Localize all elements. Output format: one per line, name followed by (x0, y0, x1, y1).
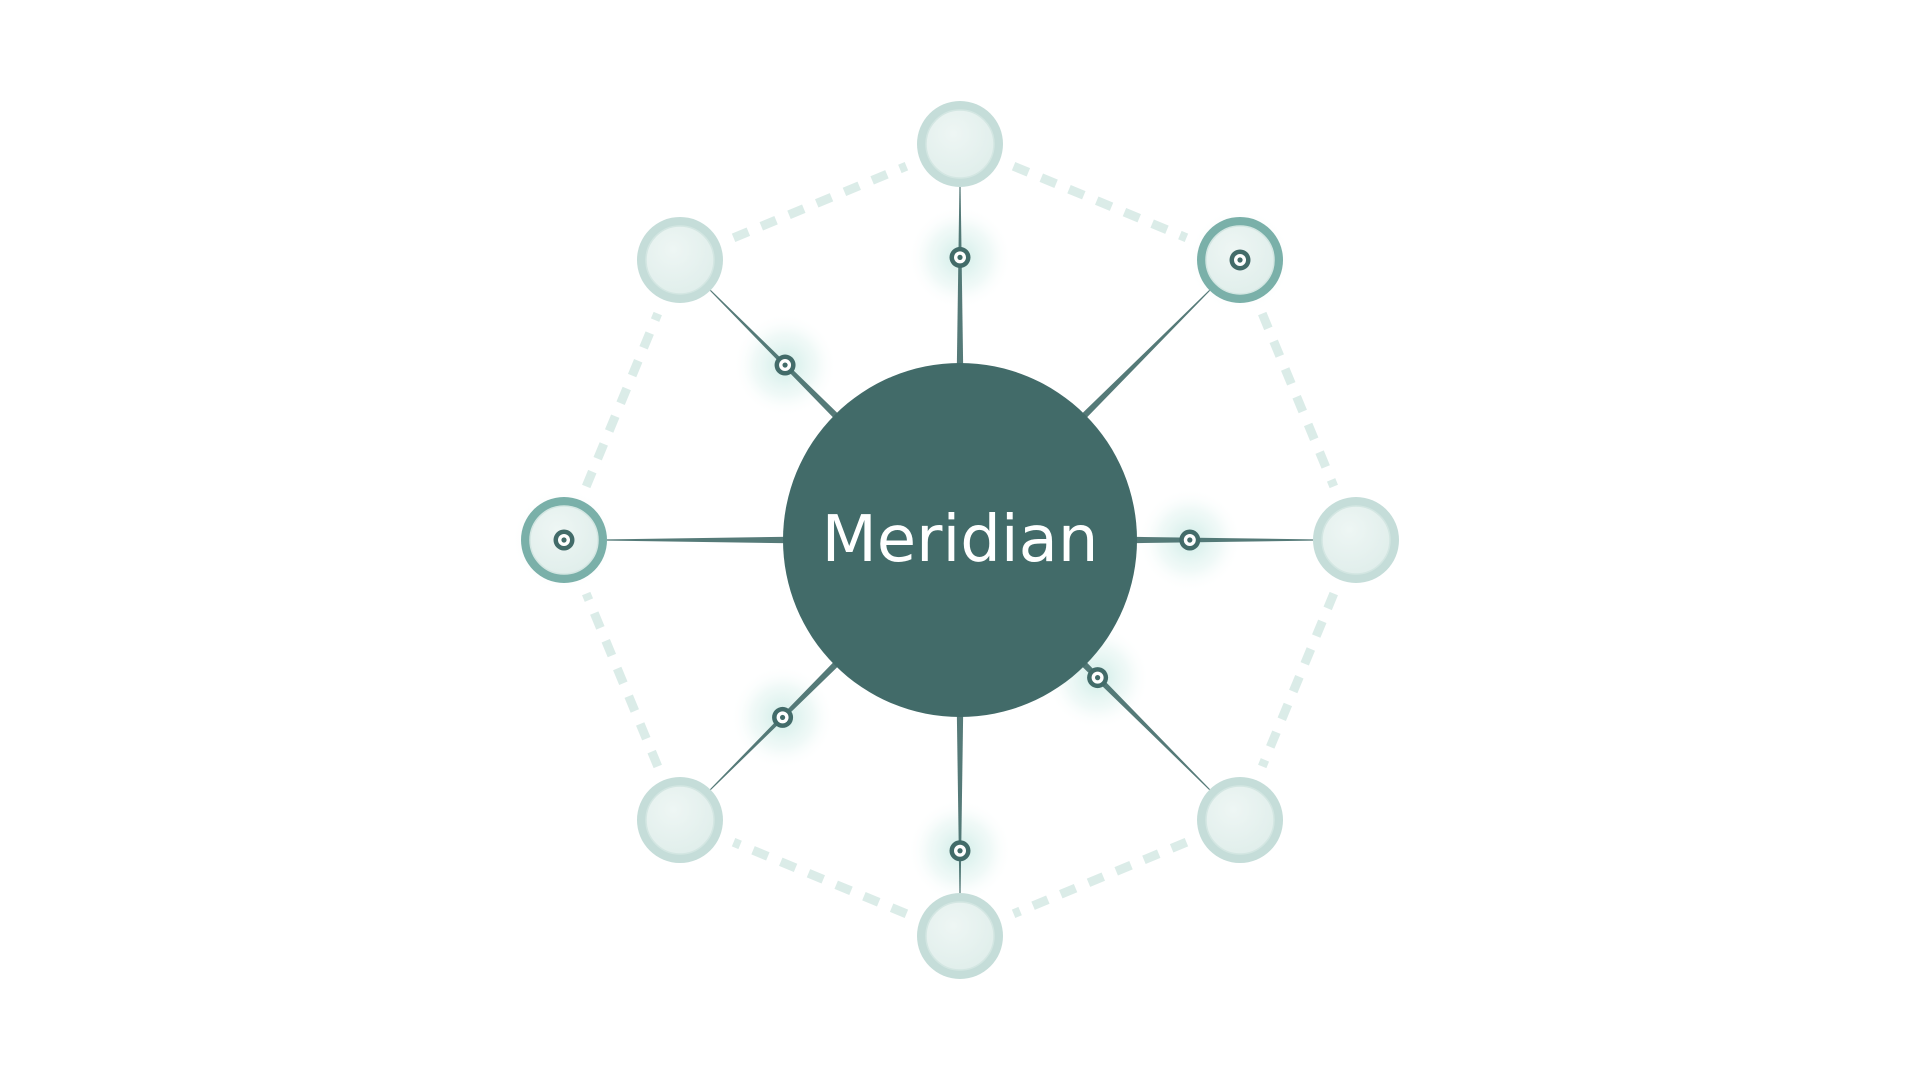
signal-marker (774, 354, 796, 376)
perimeter-segment (582, 591, 662, 769)
spoke-node-south (956, 711, 964, 893)
spoke-node-north-west (710, 290, 842, 422)
signal-marker-dot (561, 537, 567, 543)
node-core (925, 109, 995, 179)
hub[interactable]: Meridian (783, 363, 1137, 717)
perimeter-segment (1011, 838, 1189, 918)
perimeter-segment (1011, 162, 1189, 242)
node-core (645, 225, 715, 295)
spoke-node-west (607, 536, 789, 544)
node-south[interactable] (917, 893, 1003, 979)
perimeter-ring (582, 162, 1338, 918)
node-south-east[interactable] (1197, 777, 1284, 864)
perimeter-segment (1258, 311, 1338, 489)
spoke-node-south-east (1078, 658, 1210, 790)
node-core (645, 785, 715, 855)
node-south-west[interactable] (636, 777, 723, 864)
spoke-node-north-east (1078, 290, 1210, 422)
spoke-node-north (956, 187, 964, 369)
signal-marker (1087, 667, 1109, 689)
signal-marker (949, 246, 971, 268)
peer-nodes (521, 101, 1399, 979)
signal-marker (772, 706, 794, 728)
node-north[interactable] (917, 101, 1003, 187)
node-core (1321, 505, 1391, 575)
perimeter-segment (582, 311, 662, 489)
signal-marker (553, 529, 575, 551)
signal-marker (1179, 529, 1201, 551)
node-core (925, 901, 995, 971)
hub-label: Meridian (822, 503, 1099, 577)
perimeter-segment (731, 838, 909, 918)
signal-marker (949, 840, 971, 862)
signal-marker-dot (957, 848, 963, 854)
perimeter-segment (1258, 591, 1338, 769)
signal-marker-dot (782, 362, 788, 368)
perimeter-segment (731, 162, 909, 242)
signal-marker-dot (1187, 537, 1193, 543)
signal-marker-dot (957, 254, 963, 260)
spoke-node-east (1131, 536, 1313, 544)
signal-marker-dot (1237, 257, 1243, 263)
signal-marker (1229, 249, 1251, 271)
hub-circle[interactable] (783, 363, 1137, 717)
signal-marker-dot (779, 714, 786, 721)
signal-marker-dot (1095, 675, 1101, 681)
node-core (1205, 785, 1275, 855)
node-north-west[interactable] (636, 216, 723, 303)
signal-markers (553, 246, 1251, 862)
node-east[interactable] (1313, 497, 1399, 583)
